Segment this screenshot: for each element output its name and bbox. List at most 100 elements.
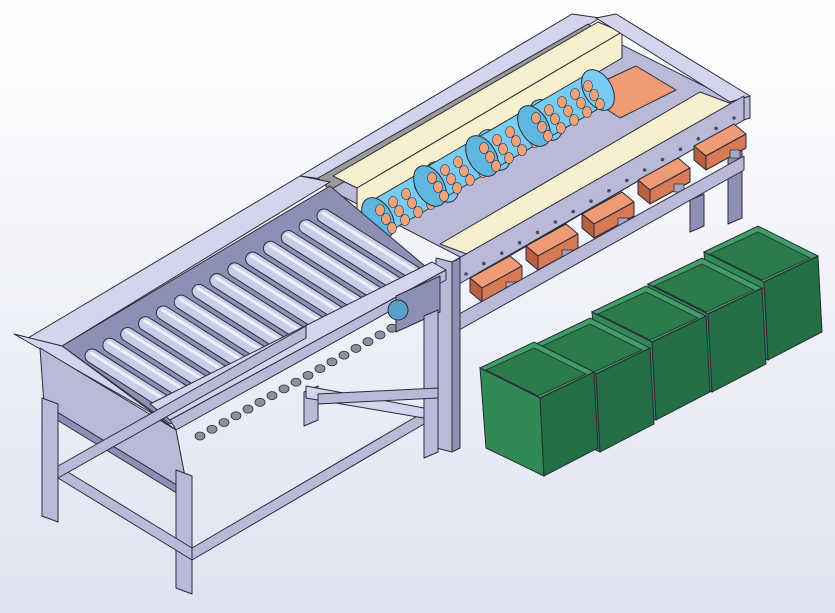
drum-hole bbox=[504, 152, 514, 164]
bin-interior bbox=[485, 347, 587, 397]
conveyor-leg-rear bbox=[423, 309, 439, 459]
feed-roller bbox=[317, 209, 423, 281]
feed-roller-highlight bbox=[250, 254, 344, 315]
drum-hole bbox=[563, 105, 573, 117]
feed-roller-highlight bbox=[160, 308, 254, 369]
feed-roller bbox=[299, 220, 405, 292]
bolt-hole bbox=[571, 209, 575, 214]
bolt-hole bbox=[660, 157, 665, 162]
drum-hole bbox=[453, 156, 463, 168]
feed-roller bbox=[281, 231, 387, 302]
drum-hole bbox=[388, 196, 398, 208]
drum-end-cap bbox=[517, 105, 551, 147]
drum-hole bbox=[517, 144, 527, 156]
drum-hole bbox=[583, 80, 593, 92]
bin-side-face bbox=[763, 255, 823, 361]
drum-hole bbox=[407, 197, 417, 209]
feed-roller bbox=[192, 284, 296, 355]
chain-link bbox=[338, 350, 350, 360]
drum-hole bbox=[576, 97, 586, 109]
bolt-hole bbox=[499, 251, 504, 255]
brace-side-low bbox=[191, 411, 425, 561]
conveyor-leg-front-left bbox=[41, 397, 59, 523]
feed-roller-highlight bbox=[267, 243, 363, 305]
drum-end-cap bbox=[413, 165, 447, 207]
chain-link bbox=[278, 384, 290, 394]
drum-hole bbox=[433, 181, 443, 193]
feed-roller-highlight bbox=[232, 265, 326, 326]
collection-bins bbox=[478, 225, 823, 477]
discharge-chute bbox=[581, 191, 635, 239]
drum-hole bbox=[491, 160, 501, 172]
feed-roller bbox=[263, 241, 369, 313]
bolt-hole bbox=[625, 178, 629, 183]
feed-roller bbox=[174, 295, 278, 366]
drum-hole bbox=[570, 88, 580, 100]
brace-diagonal bbox=[317, 387, 439, 405]
discharge-chute bbox=[693, 123, 747, 171]
drum-hole bbox=[589, 89, 599, 101]
drum-hole bbox=[498, 143, 508, 155]
drum-hole bbox=[582, 106, 592, 118]
beam-bolt-holes bbox=[464, 116, 736, 276]
chute-side bbox=[581, 213, 595, 239]
drum-hole bbox=[439, 190, 449, 202]
drum-hole bbox=[465, 174, 475, 186]
bin-side-face bbox=[595, 347, 655, 453]
chain-link bbox=[242, 404, 254, 414]
bolt-hole bbox=[732, 116, 736, 120]
conveyor-near-guide-lip bbox=[169, 269, 447, 431]
chain-link bbox=[290, 377, 302, 387]
chain-link bbox=[374, 330, 386, 340]
feed-roller bbox=[246, 252, 350, 323]
chain-link bbox=[314, 364, 326, 374]
bolt-hole bbox=[607, 189, 611, 193]
drum-hole bbox=[550, 113, 560, 125]
collection-bin bbox=[478, 341, 599, 477]
drum-hole bbox=[381, 213, 391, 225]
drum-hole bbox=[413, 206, 423, 218]
sorting-front-leg-side bbox=[451, 257, 461, 453]
feed-roller-highlight bbox=[285, 233, 381, 294]
bin-side-face bbox=[707, 287, 767, 393]
drum-end-cap bbox=[581, 69, 615, 111]
chain-link bbox=[218, 418, 230, 427]
drum-hole bbox=[485, 151, 495, 163]
bin-side-face bbox=[539, 371, 599, 477]
chain-link bbox=[350, 344, 362, 353]
bin-side-face bbox=[651, 315, 711, 421]
conveyor-leg-front-right bbox=[175, 469, 193, 595]
chain-link bbox=[230, 411, 242, 421]
drum-hole bbox=[557, 96, 567, 108]
drum-hole bbox=[569, 114, 579, 126]
feed-roller-highlight bbox=[178, 297, 272, 358]
drum-hole bbox=[440, 164, 450, 176]
chain-link bbox=[206, 424, 218, 434]
drum-hole bbox=[375, 204, 385, 216]
chute-side bbox=[637, 179, 651, 205]
sorting-drums bbox=[361, 69, 615, 239]
feed-roller-highlight bbox=[214, 276, 308, 337]
feed-roller-highlight bbox=[303, 222, 399, 284]
drum-hole bbox=[394, 205, 404, 217]
bolt-hole bbox=[589, 199, 593, 203]
bin-interior bbox=[653, 263, 755, 313]
chain-link bbox=[326, 357, 338, 367]
drum-hole bbox=[479, 142, 489, 154]
bolt-hole bbox=[642, 168, 647, 172]
drum-end-cap bbox=[465, 135, 499, 177]
bolt-hole bbox=[553, 220, 558, 224]
sorting-drum bbox=[517, 69, 615, 147]
drum-hole bbox=[400, 214, 410, 226]
chain-link bbox=[194, 431, 206, 441]
chain-link bbox=[302, 370, 314, 380]
bin-interior bbox=[709, 231, 811, 281]
drum-hole bbox=[427, 172, 437, 184]
drum-hole bbox=[387, 222, 397, 234]
drum-hole bbox=[511, 135, 521, 147]
bolt-hole bbox=[678, 147, 683, 151]
drum-hole bbox=[537, 121, 547, 133]
bolt-hole bbox=[696, 137, 701, 141]
chain-link bbox=[254, 397, 266, 407]
bolt-hole bbox=[714, 126, 718, 131]
